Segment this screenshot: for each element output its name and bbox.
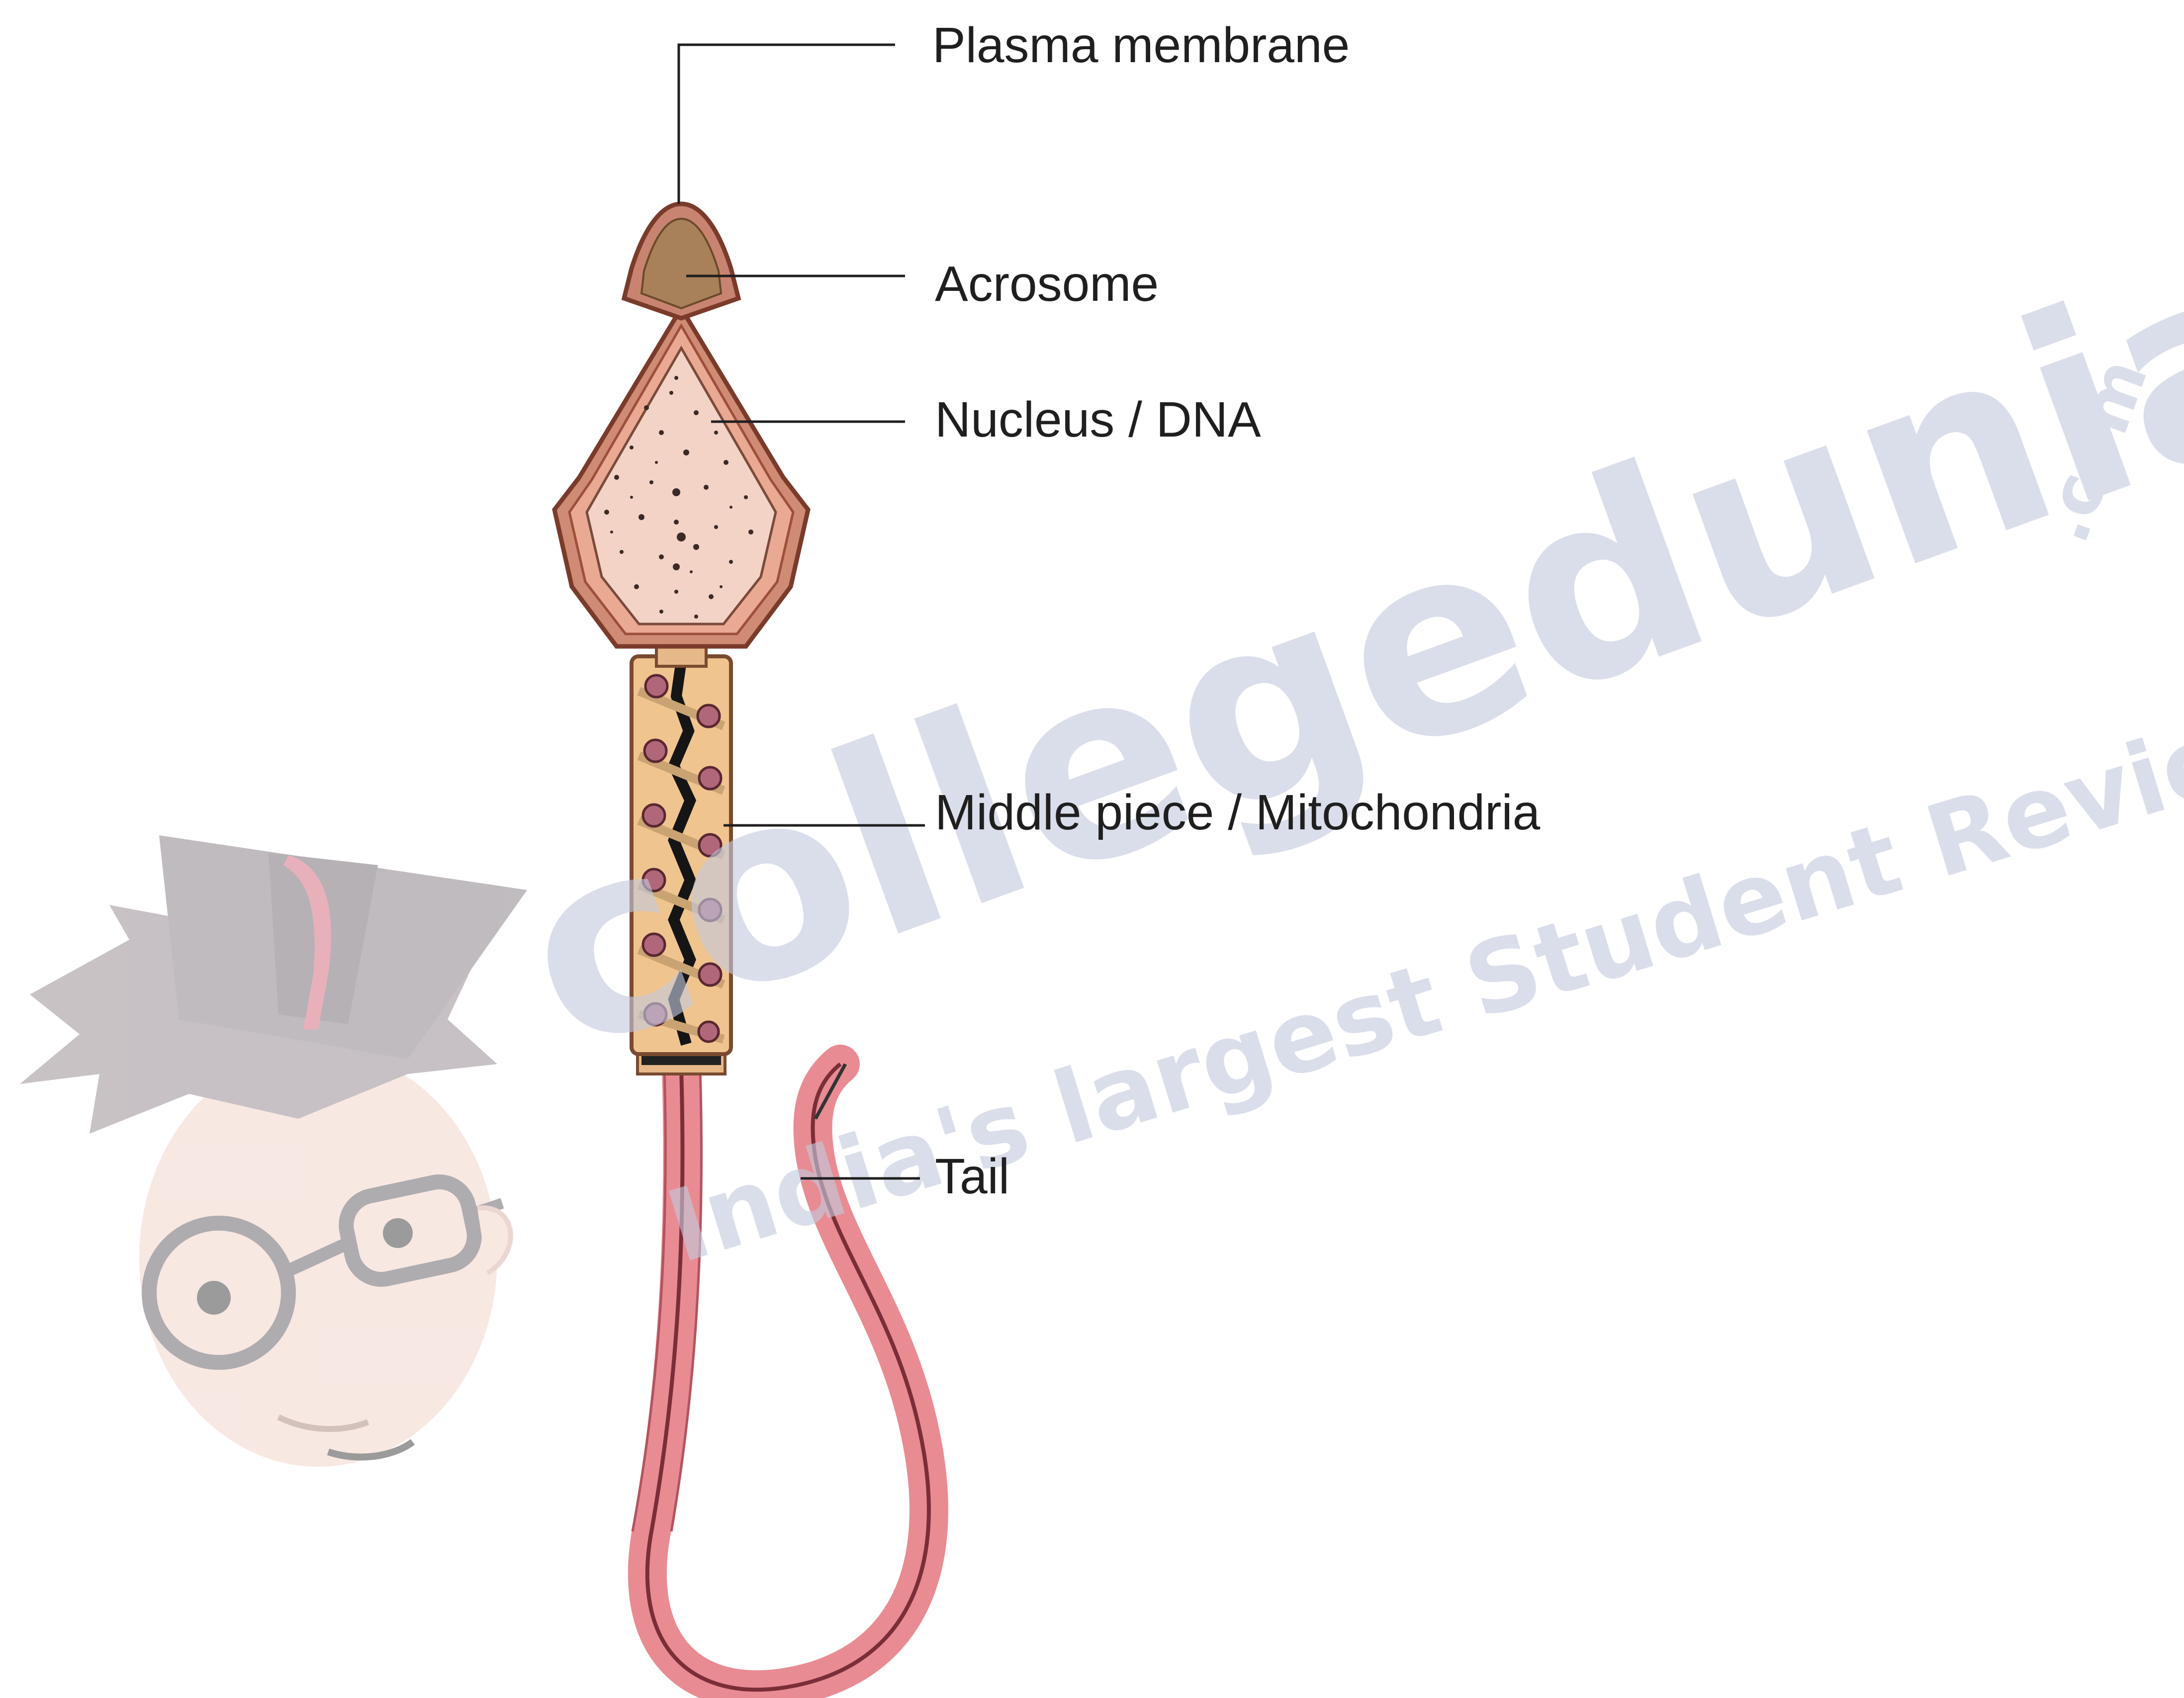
label-plasma-membrane: Plasma membrane (932, 17, 1350, 73)
leader-plasma-membrane (679, 45, 895, 204)
watermark: collegedunia .com India's largest Studen… (485, 192, 2184, 1286)
watermark-mascot (20, 835, 527, 1467)
label-middle-piece: Middle piece / Mitochondria (935, 785, 1541, 840)
label-acrosome: Acrosome (935, 256, 1159, 312)
label-tail: Tail (935, 1149, 1009, 1204)
head-structure (554, 204, 808, 666)
label-nucleus: Nucleus / DNA (935, 392, 1261, 447)
